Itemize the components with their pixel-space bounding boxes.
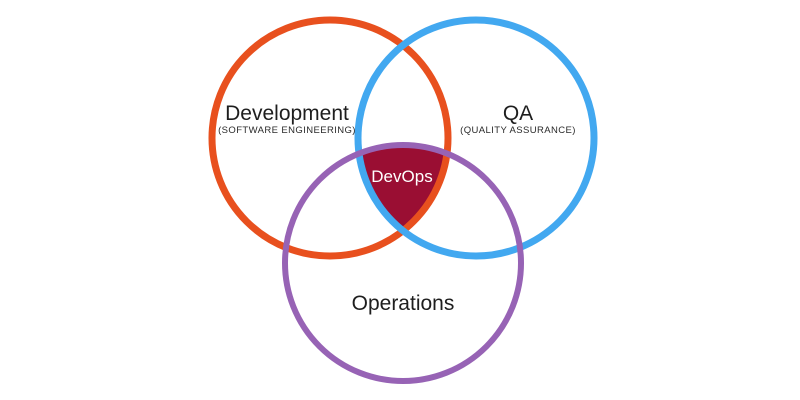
operations-circle (282, 142, 524, 384)
operations-label: Operations (352, 292, 455, 315)
qa-sublabel: (QUALITY ASSURANCE) (460, 125, 576, 136)
devops-intersection-region (359, 145, 447, 231)
development-sublabel: (SOFTWARE ENGINEERING) (218, 125, 356, 136)
qa-label: QA (503, 102, 533, 125)
development-circle (208, 16, 452, 260)
development-label: Development (225, 102, 349, 125)
qa-circle (354, 16, 598, 260)
devops-label: DevOps (371, 167, 432, 186)
